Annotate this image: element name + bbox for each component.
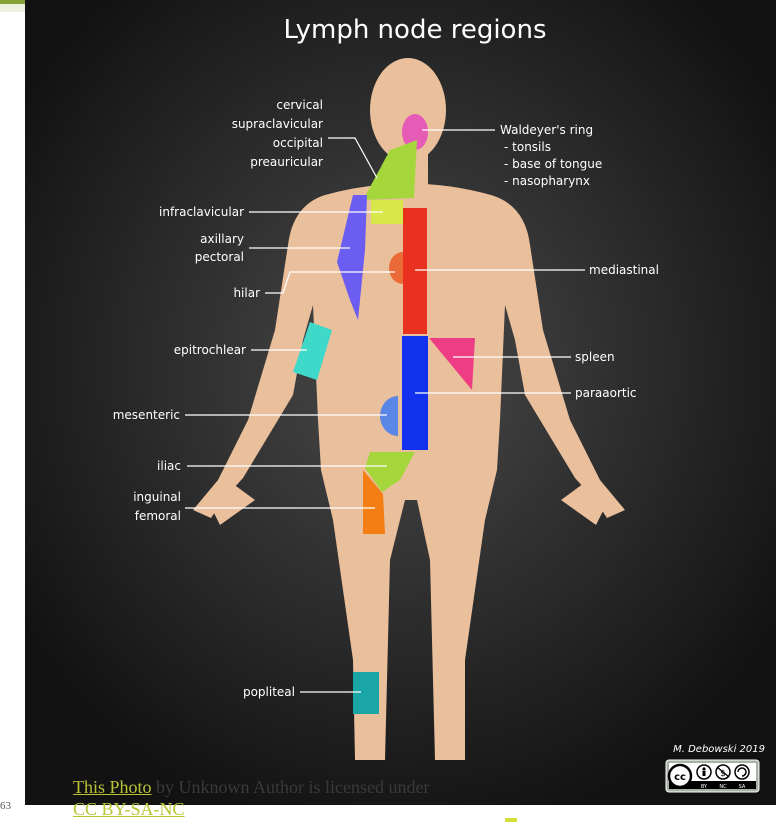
label-supraclavicular: supraclavicular <box>232 117 323 131</box>
label-popliteal: popliteal <box>243 685 295 699</box>
label-mediastinal: mediastinal <box>589 263 659 277</box>
label-femoral: femoral <box>135 509 181 523</box>
diagram-svg: Lymph node regions cervical supraclavicu… <box>25 0 776 805</box>
cc-license-badge: cc $ BY NC SA <box>666 760 759 792</box>
attribution-text: by Unknown Author is licensed under <box>152 777 430 797</box>
photo-attribution: This Photo by Unknown Author is licensed… <box>73 776 553 820</box>
label-cervical: cervical <box>276 98 323 112</box>
svg-text:cc: cc <box>674 772 686 783</box>
region-mediastinal <box>403 208 427 334</box>
label-tonsils: - tonsils <box>504 140 551 154</box>
label-axillary: axillary <box>200 232 244 246</box>
label-spleen: spleen <box>575 350 615 364</box>
label-nasopharynx: - nasopharynx <box>504 174 590 188</box>
label-infraclavicular: infraclavicular <box>159 205 244 219</box>
label-mesenteric: mesenteric <box>113 408 180 422</box>
label-paraaortic: paraaortic <box>575 386 637 400</box>
lymph-node-diagram-image: Lymph node regions cervical supraclavicu… <box>25 0 776 805</box>
diagram-title: Lymph node regions <box>284 15 547 45</box>
region-popliteal <box>353 672 379 714</box>
sa-icon <box>735 765 749 779</box>
svg-text:BY: BY <box>701 784 708 790</box>
label-base-of-tongue: - base of tongue <box>504 157 602 171</box>
label-iliac: iliac <box>157 459 181 473</box>
svg-text:NC: NC <box>719 784 727 790</box>
photo-link[interactable]: This Photo <box>73 777 152 797</box>
credit-signature: M. Debowski 2019 <box>673 744 765 755</box>
svg-text:SA: SA <box>739 784 746 790</box>
slide-accent-mark <box>505 818 517 822</box>
license-link[interactable]: CC BY-SA-NC <box>73 799 185 819</box>
label-epitrochlear: epitrochlear <box>174 343 246 357</box>
label-waldeyers-ring: Waldeyer's ring <box>500 123 593 137</box>
label-pectoral: pectoral <box>195 250 244 264</box>
label-hilar: hilar <box>233 286 260 300</box>
label-occipital: occipital <box>273 136 323 150</box>
slide-number: 63 <box>0 800 11 812</box>
label-preauricular: preauricular <box>250 155 323 169</box>
label-inguinal: inguinal <box>133 490 181 504</box>
